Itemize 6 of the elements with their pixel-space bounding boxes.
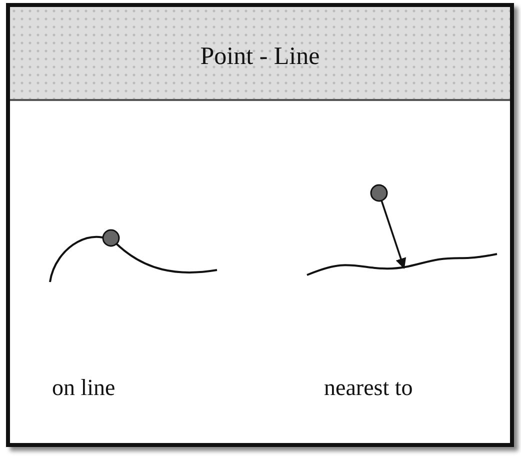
- title: Point - Line: [199, 43, 321, 71]
- arrow: [380, 200, 406, 270]
- wavy-line: [306, 253, 498, 276]
- point-dot: [370, 184, 388, 202]
- caption-text: nearest to: [324, 375, 413, 401]
- caption-text: on line: [52, 375, 116, 401]
